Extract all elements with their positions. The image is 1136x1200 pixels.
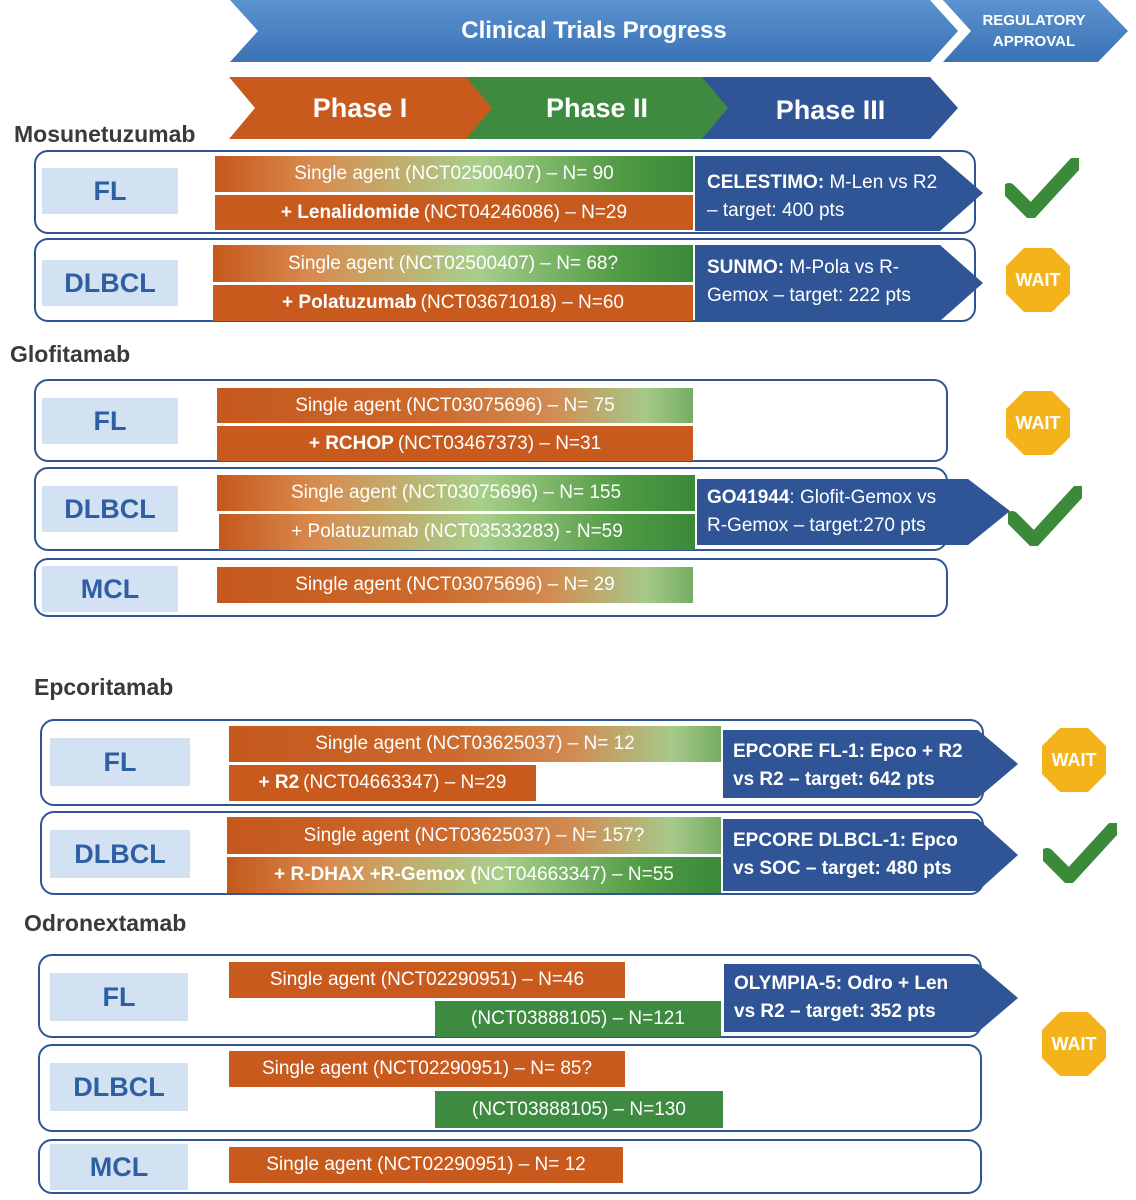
trial-bar: Single agent (NCT02500407) – N= 68? bbox=[213, 245, 693, 282]
trial-bar: Single agent (NCT03075696) – N= 75 bbox=[217, 388, 693, 423]
phase2-arrow bbox=[466, 77, 732, 139]
bar-bold: + Lenalidomide bbox=[280, 201, 420, 223]
trial-bar: Single agent (NCT03075696) – N= 155 bbox=[217, 475, 695, 511]
wait-stop-icon: WAIT bbox=[1006, 248, 1070, 312]
bar-text: NCT04663347) – N=55 bbox=[476, 864, 674, 885]
bar-text: (NCT03467373) – N=31 bbox=[397, 432, 602, 454]
p3-line2: vs R2 – target: 642 pts bbox=[733, 769, 935, 790]
trial-bar: + R-DHAX +R-Gemox (NCT04663347) – N=55 bbox=[227, 857, 721, 893]
trial-bar: Single agent (NCT03625037) – N= 12 bbox=[229, 726, 721, 762]
p3-line2: Gemox – target: 222 pts bbox=[707, 285, 911, 306]
phase3-arrow bbox=[702, 77, 958, 139]
regulatory-line1: REGULATORY bbox=[982, 12, 1086, 29]
p3-bold: GO41944 bbox=[707, 487, 790, 508]
indication-fl: FL bbox=[50, 738, 190, 786]
bar-text: (NCT04246086) – N=29 bbox=[423, 201, 628, 223]
wait-text: WAIT bbox=[1016, 413, 1061, 433]
clinical-progress-title: Clinical Trials Progress bbox=[461, 17, 727, 44]
phase3-trial-celestimo: CELESTIMO: M-Len vs R2 – target: 400 pts bbox=[697, 169, 957, 225]
trial-bar: Single agent (NCT02290951) – N= 12 bbox=[229, 1147, 623, 1183]
clinical-progress-arrow bbox=[230, 0, 958, 62]
trial-bar: + Polatuzumab (NCT03533283) - N=59 bbox=[219, 514, 695, 550]
wait-text: WAIT bbox=[1052, 750, 1097, 770]
phase3-trial-epcore-fl1: EPCORE FL-1: Epco + R2 vs R2 – target: 64… bbox=[723, 738, 1003, 794]
drug-name-glofitamab: Glofitamab bbox=[10, 341, 131, 367]
trial-bar: Single agent (NCT02290951) – N= 85? bbox=[229, 1051, 625, 1087]
p3-line1: EPCORE DLBCL-1: Epco bbox=[733, 830, 958, 851]
indication-dlbcl: DLBCL bbox=[42, 260, 178, 306]
drug-name-mosunetuzumab: Mosunetuzumab bbox=[14, 121, 196, 147]
trial-bar: + Lenalidomide(NCT04246086) – N=29 bbox=[215, 195, 693, 230]
wait-stop-icon: WAIT bbox=[1042, 728, 1106, 792]
p3-bold: CELESTIMO: bbox=[707, 172, 825, 193]
phase3-trial-olympia5: OLYMPIA-5: Odro + Len vs R2 – target: 352… bbox=[724, 970, 1004, 1026]
p3-line2: – target: 400 pts bbox=[707, 200, 845, 221]
wait-stop-icon: WAIT bbox=[1042, 1012, 1106, 1076]
indication-fl: FL bbox=[50, 973, 188, 1021]
p3-line2: R-Gemox – target:270 pts bbox=[707, 515, 926, 536]
indication-dlbcl: DLBCL bbox=[50, 830, 190, 878]
bar-text: (NCT04663347) – N=29 bbox=[303, 772, 507, 793]
trial-bar: Single agent (NCT03625037) – N= 157? bbox=[227, 817, 721, 854]
phase2-label: Phase II bbox=[545, 92, 649, 123]
approved-check-icon bbox=[1008, 486, 1082, 546]
trial-bar: Single agent (NCT03075696) – N= 29 bbox=[217, 567, 693, 603]
wait-stop-icon: WAIT bbox=[1006, 391, 1070, 455]
phase3-label: Phase III bbox=[775, 94, 886, 125]
trial-bar: Single agent (NCT02290951) – N=46 bbox=[229, 962, 625, 998]
bar-text: (NCT03671018) – N=60 bbox=[420, 292, 624, 313]
wait-text: WAIT bbox=[1052, 1034, 1097, 1054]
p3-bold: SUNMO: bbox=[707, 257, 785, 278]
phase3-trial-epcore-dlbcl1: EPCORE DLBCL-1: Epco vs SOC – target: 480… bbox=[723, 827, 1003, 883]
bar-bold: + RCHOP bbox=[308, 432, 394, 454]
approved-check-icon bbox=[1005, 158, 1079, 218]
phase1-label: Phase I bbox=[312, 92, 408, 123]
indication-mcl: MCL bbox=[42, 566, 178, 612]
indication-fl: FL bbox=[42, 398, 178, 444]
p3-line1: EPCORE FL-1: Epco + R2 bbox=[733, 741, 963, 762]
bar-bold: + R2 bbox=[258, 772, 300, 793]
wait-text: WAIT bbox=[1016, 270, 1061, 290]
trial-bar: + Polatuzumab(NCT03671018) – N=60 bbox=[213, 285, 693, 321]
drug-name-epcoritamab: Epcoritamab bbox=[34, 674, 174, 700]
trial-bar: (NCT03888105) – N=121 bbox=[435, 1001, 721, 1037]
indication-fl: FL bbox=[42, 168, 178, 214]
indication-dlbcl: DLBCL bbox=[42, 486, 178, 532]
indication-dlbcl: DLBCL bbox=[50, 1063, 188, 1111]
p3-line2: vs SOC – target: 480 pts bbox=[733, 858, 952, 879]
p3-line1: OLYMPIA-5: Odro + Len bbox=[734, 973, 949, 994]
trial-bar: + R2 (NCT04663347) – N=29 bbox=[229, 765, 536, 801]
indication-mcl: MCL bbox=[50, 1144, 188, 1190]
trial-bar: Single agent (NCT02500407) – N= 90 bbox=[215, 156, 693, 192]
regulatory-line2: APPROVAL bbox=[992, 33, 1076, 50]
regulatory-approval-label: REGULATORY APPROVAL bbox=[960, 4, 1108, 58]
regulatory-arrow bbox=[943, 0, 1128, 62]
bar-bold: + Polatuzumab bbox=[282, 292, 417, 313]
trial-bar: + RCHOP(NCT03467373) – N=31 bbox=[217, 426, 693, 461]
phase3-trial-sunmo: SUNMO: M-Pola vs R- Gemox – target: 222 p… bbox=[697, 254, 957, 310]
bar-bold: + R-DHAX +R-Gemox ( bbox=[274, 864, 477, 885]
phase3-trial-go41944: GO41944: Glofit-Gemox vs R-Gemox – target… bbox=[697, 484, 997, 540]
p3-text: M-Pola vs R- bbox=[784, 257, 900, 278]
trial-bar: (NCT03888105) – N=130 bbox=[435, 1091, 723, 1128]
drug-name-odronextamab: Odronextamab bbox=[24, 910, 187, 936]
p3-text: : Glofit-Gemox vs bbox=[789, 487, 937, 508]
p3-text: M-Len vs R2 bbox=[824, 172, 938, 193]
header-arrows bbox=[229, 0, 1128, 139]
p3-line2: vs R2 – target: 352 pts bbox=[734, 1001, 936, 1022]
phase1-arrow bbox=[229, 77, 494, 139]
approved-check-icon bbox=[1043, 823, 1117, 883]
